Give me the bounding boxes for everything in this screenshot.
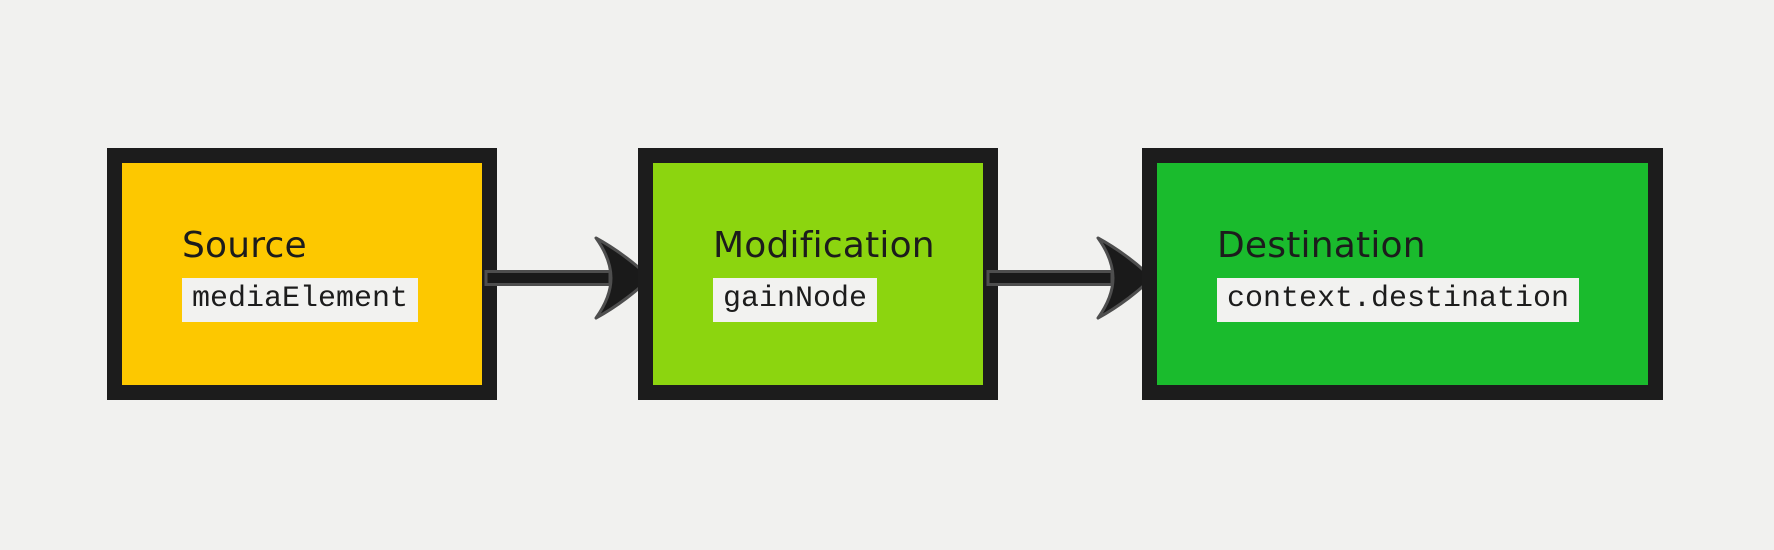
arrow-right-icon: [484, 236, 652, 320]
arrow-head: [594, 236, 652, 320]
node-source: Source mediaElement: [107, 148, 497, 400]
arrow-shaft: [484, 270, 612, 286]
node-destination: Destination context.destination: [1142, 148, 1663, 400]
node-modification: Modification gainNode: [638, 148, 998, 400]
arrow-right-icon: [986, 236, 1154, 320]
node-source-label: Source: [182, 225, 307, 266]
node-destination-code: context.destination: [1217, 278, 1580, 322]
node-modification-code: gainNode: [713, 278, 878, 322]
node-destination-label: Destination: [1217, 225, 1426, 266]
node-modification-label: Modification: [713, 225, 935, 266]
arrow-head: [1096, 236, 1154, 320]
node-source-code: mediaElement: [182, 278, 419, 322]
arrow-shaft: [986, 270, 1114, 286]
